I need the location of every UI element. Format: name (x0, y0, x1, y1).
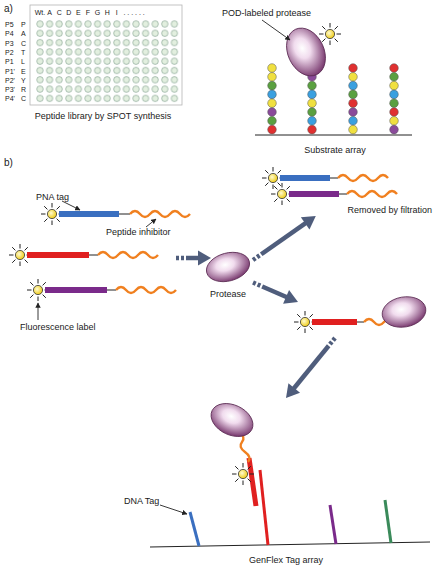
grid-label: P (21, 21, 26, 28)
grid-label: A (21, 30, 26, 37)
arrow-tail (253, 255, 260, 260)
diagram-node: Substrate array (250, 28, 420, 156)
diagram-node: GenFlex Tag array (140, 398, 432, 566)
grid-label: P1 (5, 58, 14, 65)
grid-label: P1' (5, 67, 15, 74)
grid-label: . . . . . . (123, 9, 144, 16)
grid-label: P5 (5, 21, 14, 28)
grid-label: D (66, 9, 71, 16)
flow-arrow (253, 283, 335, 399)
arrow-tail (253, 283, 261, 287)
grid-label: Wt. (35, 9, 46, 16)
grid-label: P3' (5, 86, 15, 93)
diagram-node: Removed by filtration (266, 168, 432, 216)
node-text: GenFlex Tag array (249, 555, 323, 566)
grid-label: P2' (5, 76, 15, 83)
node-text: Removed by filtration (347, 205, 432, 216)
grid-label: F (86, 9, 90, 16)
arrow-head (301, 216, 316, 230)
node-text: Protease (210, 289, 246, 300)
diagram-node: Protease (203, 250, 253, 300)
arrow-tail (329, 338, 335, 345)
flow-arrow (253, 216, 316, 260)
grid-label: C (21, 95, 26, 102)
callout-label: DNA Tag (124, 497, 159, 506)
callout-label: Peptide inhibitor (106, 228, 171, 237)
arrow-shaft (262, 286, 287, 297)
arrow-head (283, 290, 298, 304)
node-text: Peptide library by SPOT synthesis (35, 111, 171, 122)
grid-label: C (57, 9, 62, 16)
grid-label: E (21, 67, 26, 74)
grid-label: P4 (5, 30, 14, 37)
diagram-node: Peptide library by SPOT synthesis (22, 4, 184, 122)
grid-label: G (95, 9, 100, 16)
callout-label: PNA tag (36, 193, 69, 202)
arrow-head (286, 383, 300, 398)
callout-label: a) (4, 4, 13, 14)
grid-label: R (21, 86, 26, 93)
grid-label: P2 (5, 48, 14, 55)
grid-label: I (116, 9, 118, 16)
arrow-shaft (261, 223, 306, 254)
grid-label: C (21, 39, 26, 46)
grid-label: L (21, 58, 25, 65)
grid-label: E (76, 9, 81, 16)
grid-label: H (105, 9, 110, 16)
arrow-shaft (294, 346, 329, 389)
callout-label: POD-labeled protease (222, 9, 311, 18)
callout-label: Fluorescence label (20, 323, 96, 332)
grid-label: P4' (5, 95, 15, 102)
grid-label: A (47, 9, 52, 16)
callout-label: b) (4, 158, 13, 168)
node-text: Substrate array (304, 145, 366, 156)
grid-label: P3 (5, 39, 14, 46)
grid-label: T (21, 48, 25, 55)
grid-label: Y (21, 76, 26, 83)
